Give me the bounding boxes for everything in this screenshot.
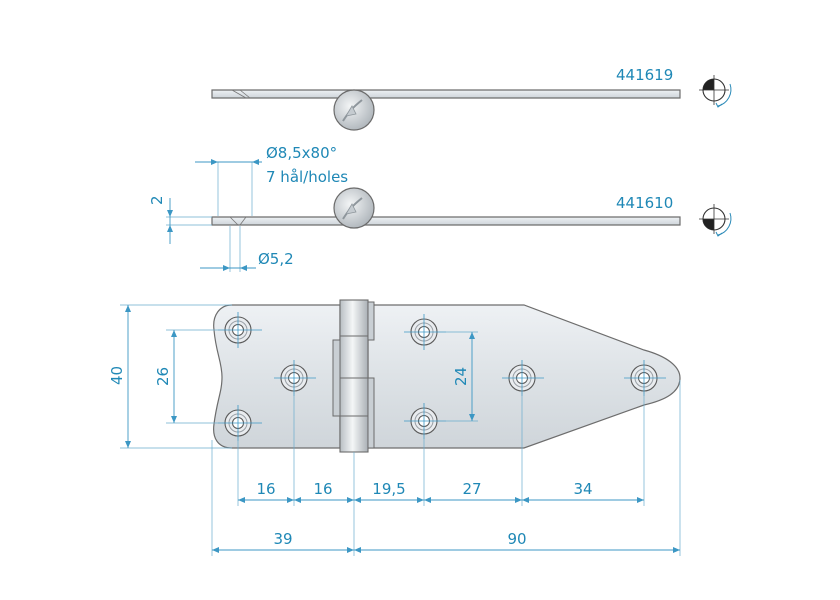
part-number-bottom: 441610 xyxy=(616,194,673,212)
mounting-hole xyxy=(218,312,262,348)
leaf-profile-bottom xyxy=(211,216,681,226)
mounting-hole xyxy=(404,314,446,350)
leaf-profile-top xyxy=(211,89,681,99)
countersink-dimension xyxy=(195,159,262,216)
dim-39-left-leaf: 39 xyxy=(273,530,292,548)
dim-16-b: 16 xyxy=(313,480,332,498)
projection-symbol-icon xyxy=(699,204,732,237)
dim-19-5: 19,5 xyxy=(372,480,405,498)
horizontal-chain-dimensions xyxy=(211,380,681,556)
dim-27: 27 xyxy=(462,480,481,498)
hinge-knuckle xyxy=(332,299,375,453)
side-view-top xyxy=(211,89,681,131)
height-dimension xyxy=(120,304,232,449)
countersink-section xyxy=(229,216,247,226)
hinge-plan-view xyxy=(213,299,681,453)
side-view-bottom xyxy=(211,187,681,229)
left-hole-spacing-dimension xyxy=(166,329,222,424)
thickness-dimension xyxy=(166,198,212,244)
small-hole-label: Ø5,2 xyxy=(258,250,294,268)
mounting-hole xyxy=(218,405,262,441)
dim-16-a: 16 xyxy=(256,480,275,498)
small-hole-dimension xyxy=(200,226,256,272)
projection-symbol-icon xyxy=(699,75,732,108)
mounting-hole xyxy=(404,403,446,439)
thickness-label: 2 xyxy=(148,195,166,205)
right-hole-spacing-label: 24 xyxy=(452,367,470,386)
hole-count-label: 7 hål/holes xyxy=(266,168,348,186)
dim-34: 34 xyxy=(573,480,592,498)
left-hole-spacing-label: 26 xyxy=(154,367,172,386)
countersink-mark xyxy=(231,89,251,99)
dim-90-right-leaf: 90 xyxy=(507,530,526,548)
height-label: 40 xyxy=(108,366,126,385)
mounting-hole xyxy=(624,360,666,396)
right-hole-spacing-dimension xyxy=(440,331,478,422)
mounting-hole xyxy=(502,360,544,396)
mounting-hole xyxy=(274,360,316,396)
part-number-top: 441619 xyxy=(616,66,673,84)
hole-spec-label: Ø8,5x80° xyxy=(266,144,337,162)
